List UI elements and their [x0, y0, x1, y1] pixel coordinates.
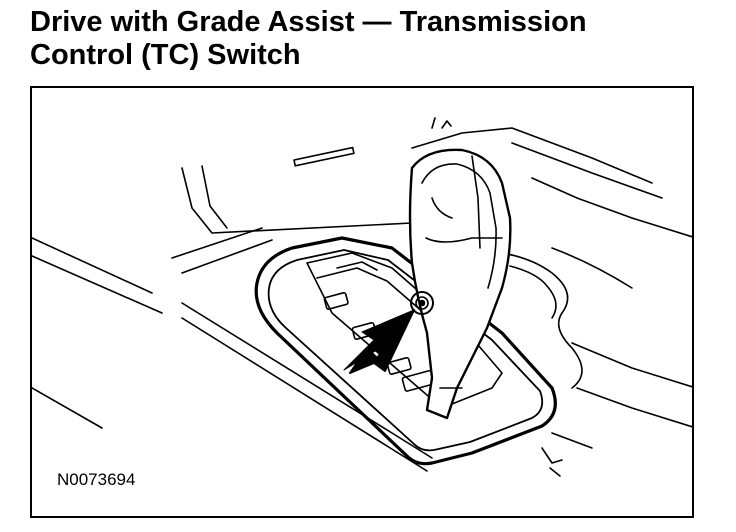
- orientation-marker: [431, 117, 563, 477]
- dash-panel: [181, 127, 692, 238]
- figure-title-line-1: Drive with Grade Assist — Transmission: [30, 6, 587, 38]
- shift-knob: [408, 148, 512, 420]
- reference-code: N0073694: [57, 470, 136, 489]
- tc-switch-button: [410, 291, 434, 315]
- side-console: [501, 247, 692, 449]
- pointer-arrow: [343, 309, 415, 374]
- figure-title-line-2: Control (TC) Switch: [30, 39, 301, 71]
- gear-shifter-illustration: [32, 117, 692, 477]
- shifter-bezel: [254, 236, 557, 466]
- illustration-frame: N0073694: [30, 86, 694, 518]
- figure-title: Drive with Grade Assist — Transmission C…: [30, 6, 720, 72]
